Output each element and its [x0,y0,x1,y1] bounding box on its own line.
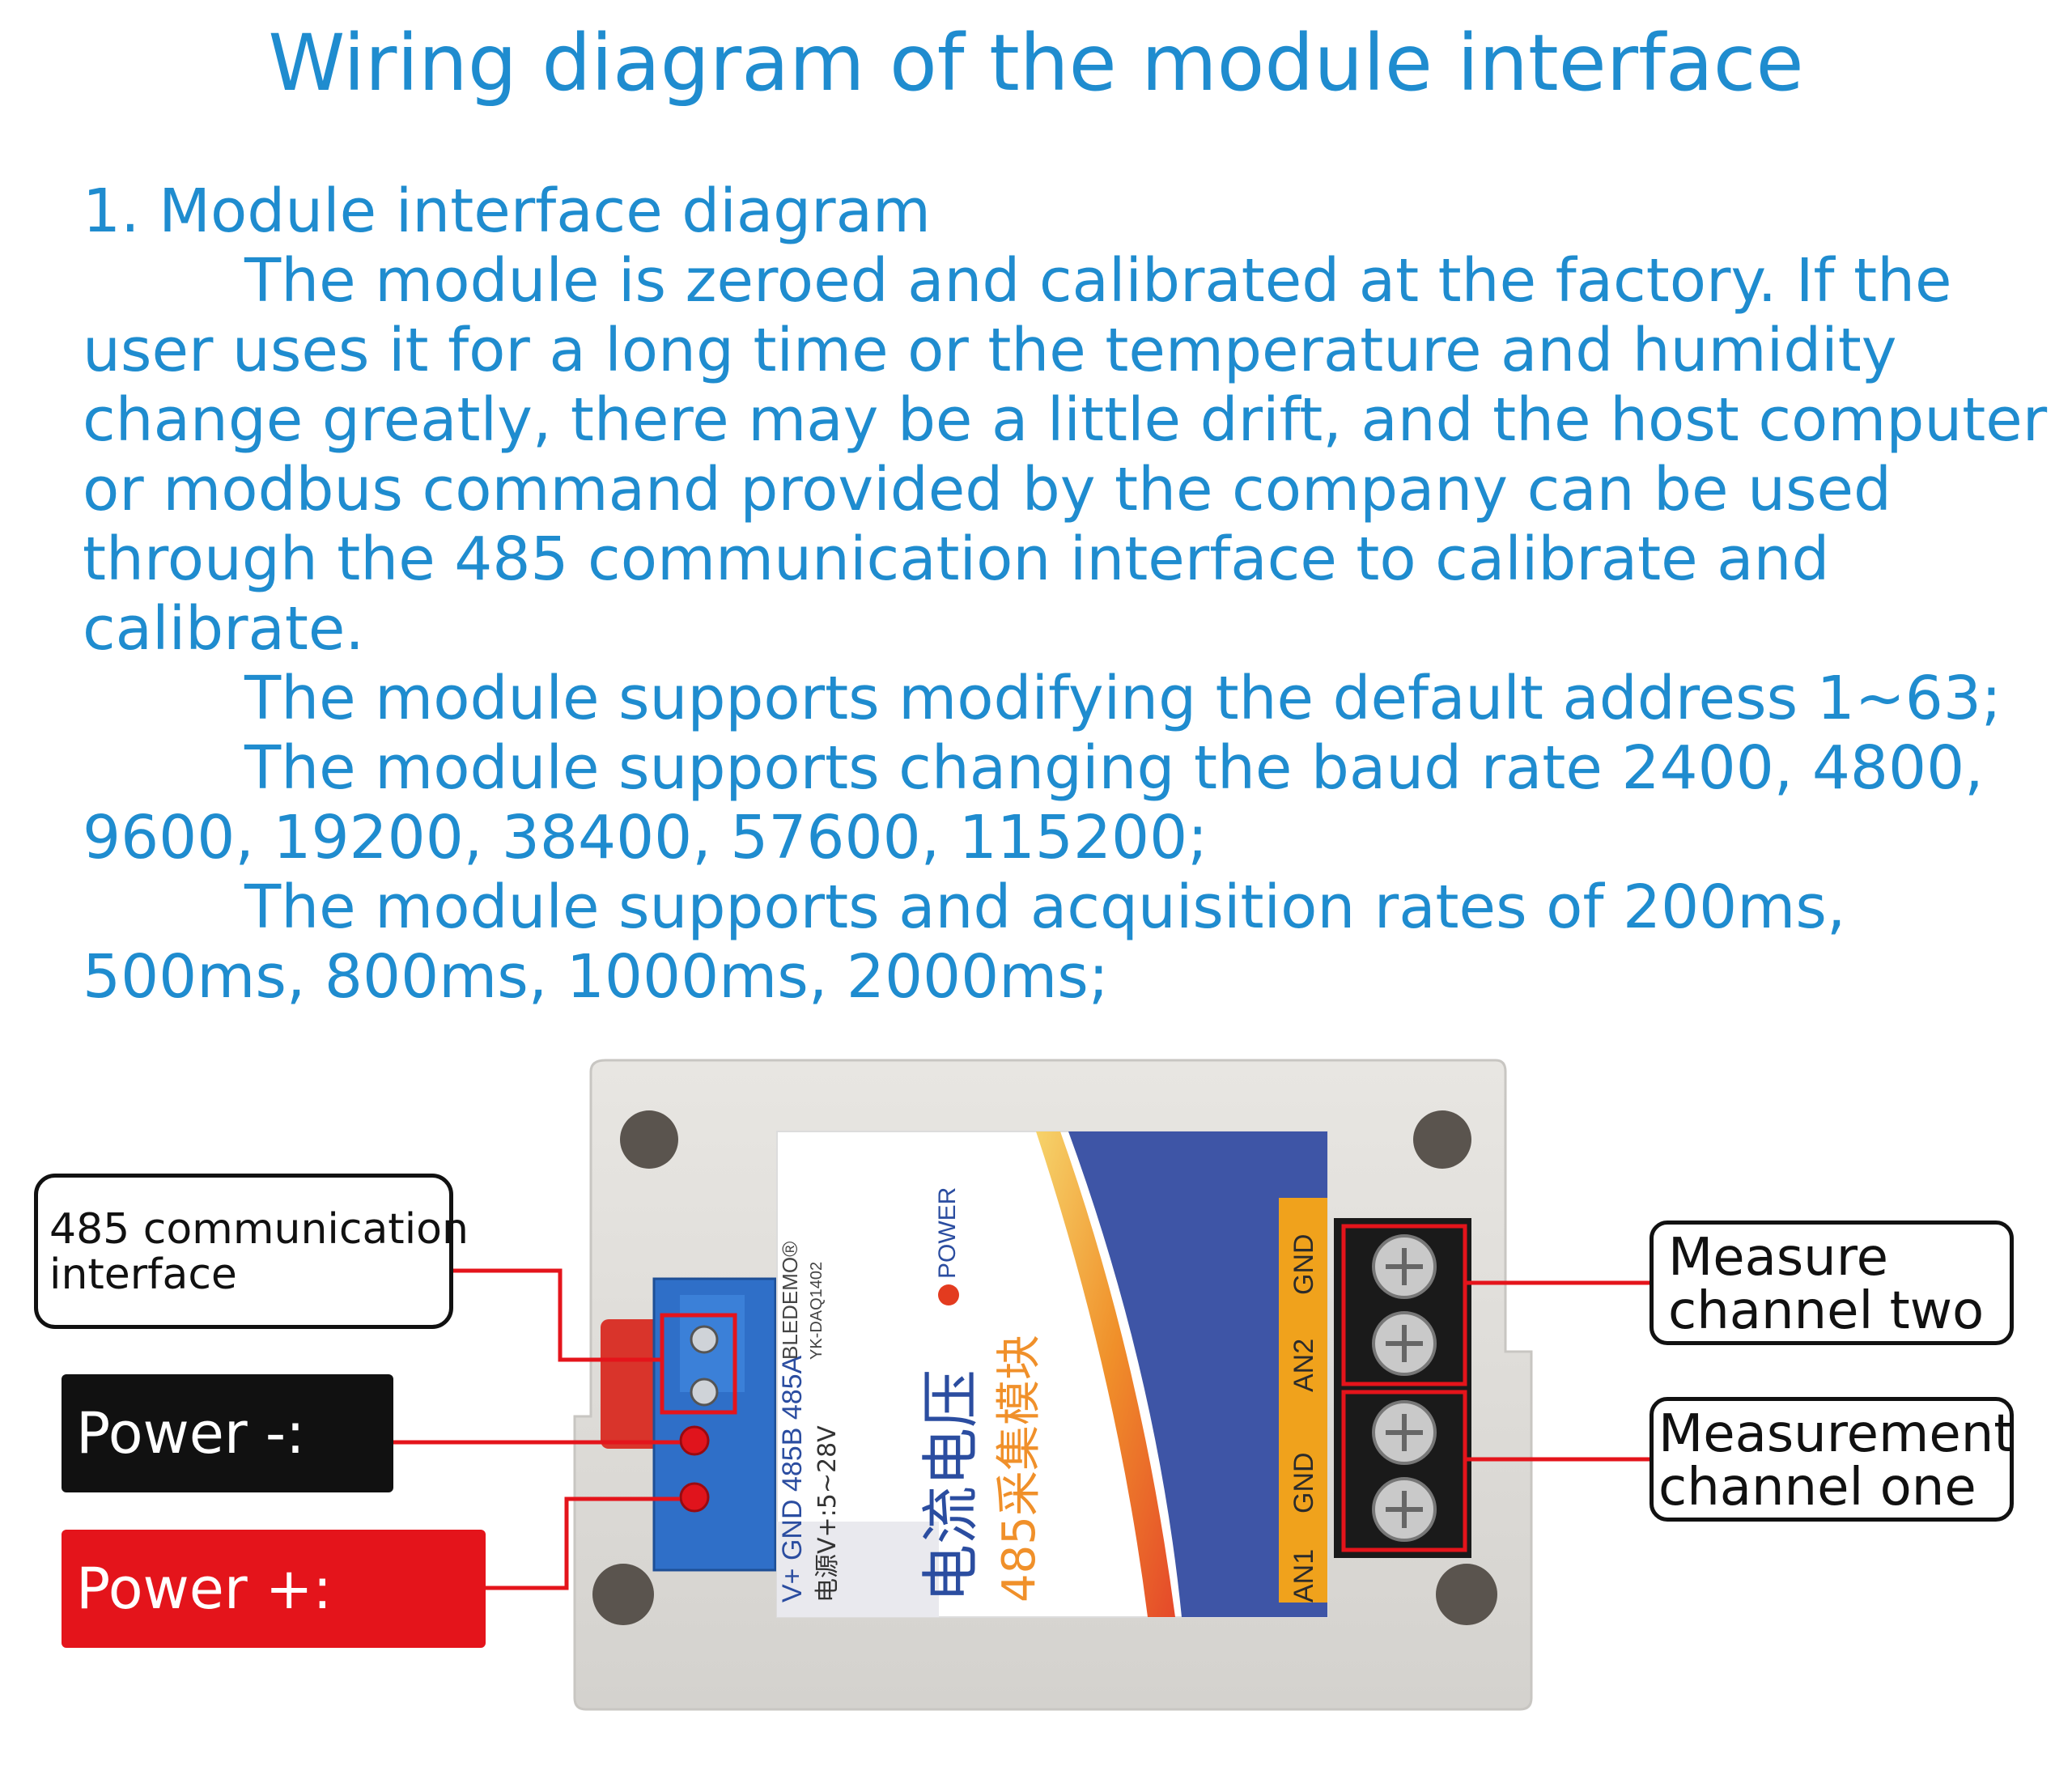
mounting-hole [620,1110,678,1169]
paragraph-acquisition-rate: The module supports and acquisition rate… [83,872,1846,1012]
terminal-screw [690,1325,719,1354]
wiring-diagram: V+ GND 485B 485A 电源V+:5~28V BLEDEMO® YK-… [0,1036,2072,1740]
terminal-label-gnd-1: GND [1289,1452,1319,1513]
model-label: YK-DAQ1402 [808,1262,826,1360]
power-plus-callout: Power +: 5~28V [62,1530,486,1740]
power-label-group: POWER [934,1187,961,1279]
label-swoosh [1036,1131,1175,1617]
terminal-screw-red [679,1425,710,1456]
channel-one-callout: Measurement channel one [1650,1397,2014,1522]
terminal-screws-right [1372,1234,1437,1542]
channel-two-highlight-box [1341,1224,1467,1386]
power-minus-callout: Power -: 0V [62,1374,393,1585]
terminal-screw-red [679,1482,710,1513]
supply-voltage-label: 电源V+:5~28V [813,1425,842,1603]
paragraph-baud-rate: The module supports changing the baud ra… [83,733,1984,872]
page-title: Wiring diagram of the module interface [268,18,1804,108]
leader-line-rs485 [453,1268,662,1362]
terminal-label-gnd-2: GND [1289,1233,1319,1295]
label-gray-strip [777,1522,939,1617]
module-illustration: V+ GND 485B 485A 电源V+:5~28V BLEDEMO® YK-… [393,1059,1650,1711]
rs485-callout: 485 communication interface [34,1174,469,1329]
mounting-hole [1413,1110,1471,1169]
mounting-hole [592,1564,654,1625]
rs485-highlight-box [660,1313,737,1415]
terminal-screw [690,1378,719,1407]
channel-two-callout: Measure channel two [1650,1220,2014,1345]
terminal-label-an1: AN1 [1289,1549,1319,1603]
paragraph-calibration: The module is zeroed and calibrated at t… [83,246,2048,664]
terminal-label-an2: AN2 [1289,1339,1319,1392]
mounting-hole [1436,1564,1497,1625]
chinese-title-group: 电流电压 485采集模块 [917,1335,1046,1603]
channel-one-highlight-box [1341,1390,1467,1552]
right-label-strip [1279,1198,1327,1603]
leader-line-power-plus [486,1496,680,1590]
brand-label: BLEDEMO® [778,1242,802,1360]
power-led [938,1284,959,1305]
terminal-left-label: V+ GND 485B 485A [777,1355,808,1603]
terminal-right-labels: AN1 GND AN2 GND [1289,1233,1319,1603]
label-blue-panel [1068,1131,1327,1617]
paragraph-address: The module supports modifying the defaul… [244,664,2002,733]
module-subtitle-cn: 485采集模块 [993,1335,1046,1603]
brand-label-group: BLEDEMO® YK-DAQ1402 [778,1242,826,1360]
leader-lines [393,1268,1650,1590]
section-heading: 1. Module interface diagram [83,176,931,246]
module-title-cn: 电流电压 [917,1369,985,1603]
power-led-label: POWER [934,1187,961,1279]
terminal-left-label-group: V+ GND 485B 485A 电源V+:5~28V [777,1355,842,1603]
description-text: 1. Module interface diagram The module i… [83,176,2057,1012]
red-plug [601,1319,665,1449]
